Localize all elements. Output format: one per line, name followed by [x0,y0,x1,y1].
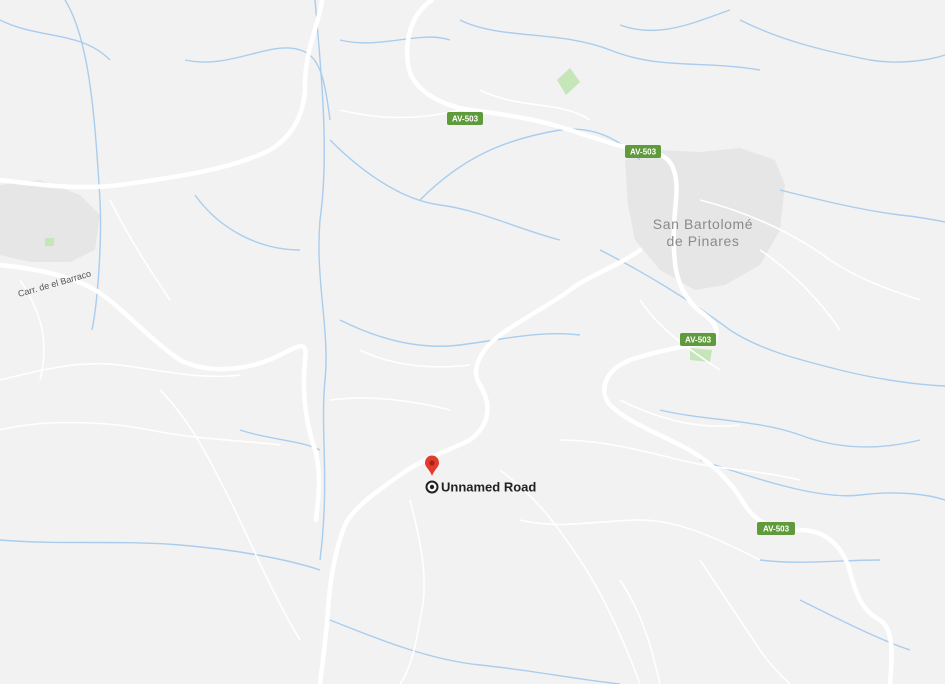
urban-area-west [0,180,100,262]
road-shield: AV-503 [680,333,716,346]
road-shield-label: AV-503 [763,525,790,534]
target-place-icon[interactable] [425,480,439,494]
road-shield: AV-503 [625,145,661,158]
town-label-line1: San Bartolomé [653,216,753,232]
park-areas [45,68,712,362]
map-pin-icon[interactable] [425,455,439,477]
road-shield-label: AV-503 [685,336,712,345]
town-label-line2: de Pinares [667,233,740,249]
place-label[interactable]: Unnamed Road [441,480,536,495]
minor-roads [0,89,921,684]
road-shield: AV-503 [757,522,795,535]
road-shield-label: AV-503 [630,148,657,157]
urban-area-san-bartolome [625,148,785,290]
road-shield: AV-503 [447,112,483,125]
road-shield-label: AV-503 [452,115,479,124]
place-marker[interactable]: Unnamed Road [425,480,537,495]
